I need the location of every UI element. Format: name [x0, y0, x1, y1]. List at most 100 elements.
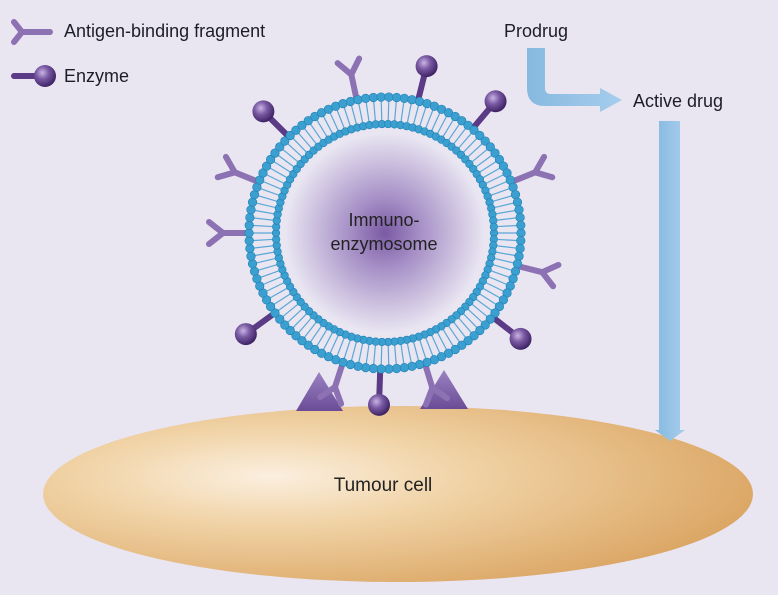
lipid-tail: [413, 105, 420, 124]
lipid-tail: [431, 335, 441, 354]
lipid-head-outer: [392, 92, 402, 103]
lipid-tail: [472, 304, 488, 318]
lipid-tail: [479, 161, 497, 173]
lipid-tail: [292, 313, 307, 329]
antibody-fragment: [334, 55, 363, 102]
lipid-head-outer: [392, 363, 402, 374]
lipid-head-outer: [244, 236, 254, 246]
lipid-head-outer: [514, 205, 524, 215]
lipid-tail: [491, 270, 510, 278]
lipid-tail: [458, 318, 472, 334]
lipid-head-outer: [245, 212, 255, 223]
tumour-cell: [43, 406, 753, 582]
lipid-tail: [365, 102, 370, 122]
lipid-tail: [336, 338, 345, 357]
lipid-head-outer: [246, 205, 256, 215]
lipid-tail: [419, 107, 427, 126]
lipid-tail: [277, 154, 294, 168]
enzyme: [234, 311, 277, 346]
lipid-tail: [309, 325, 322, 343]
lipid-tail: [425, 109, 434, 128]
lipid-tail: [343, 340, 351, 359]
lipid-tail: [437, 332, 448, 351]
lipid-head-outer: [457, 116, 467, 126]
antigen-right: [420, 370, 468, 409]
lipid-tail: [394, 345, 397, 365]
lipid-head-outer: [450, 111, 460, 122]
lipid-tail: [298, 318, 312, 334]
lipid-head-outer: [516, 236, 526, 246]
lipid-tail: [467, 143, 483, 158]
lipid-head-outer: [247, 259, 258, 269]
antibody-arm: [539, 261, 562, 276]
lipid-head-outer: [463, 336, 473, 346]
lipid-tail: [380, 345, 383, 365]
lipid-head-outer: [265, 154, 276, 165]
antibody-legend-label: Antigen-binding fragment: [64, 21, 265, 41]
lipid-tail: [491, 188, 510, 196]
lipid-tail: [373, 101, 376, 121]
enzyme-ball: [367, 393, 390, 416]
lipid-tail: [322, 332, 333, 351]
lipid-tail: [336, 109, 345, 128]
lipid-head-outer: [480, 320, 490, 330]
lipid-head-outer: [376, 364, 386, 374]
lipid-tail: [358, 343, 364, 363]
lipid-head-outer: [512, 259, 523, 269]
lipid-tail: [494, 202, 514, 208]
liposome-label-line1: Immuno-: [348, 210, 419, 230]
lipid-tail: [263, 276, 282, 285]
antibody-arm: [509, 169, 539, 185]
lipid-head-outer: [291, 125, 301, 135]
lipid-tail: [254, 251, 274, 257]
lipid-tail: [488, 181, 507, 190]
lipid-head-outer: [247, 197, 258, 207]
lipid-head-outer: [480, 136, 490, 146]
lipid-head-outer: [475, 325, 485, 336]
lipid-head-outer: [275, 314, 285, 324]
enzyme-ball: [484, 90, 507, 113]
lipid-head-outer: [285, 325, 295, 336]
lipid-tail: [329, 335, 339, 354]
surface-molecules: [206, 55, 562, 416]
enzyme-stalk: [470, 105, 493, 131]
lipid-head-outer: [368, 363, 378, 374]
antibody-fragment: [206, 219, 250, 247]
lipid-tail: [269, 167, 287, 178]
lipid-tail: [303, 322, 317, 338]
lipid-head-outer: [485, 142, 495, 152]
legend: Antigen-binding fragment Enzyme: [11, 19, 265, 87]
enzyme-ball: [415, 55, 438, 78]
lipid-tail: [467, 308, 483, 323]
lipid-tail: [329, 112, 339, 131]
lipid-tail: [476, 298, 493, 312]
lipid-head-outer: [275, 142, 285, 152]
lipid-tail: [476, 154, 493, 168]
lipid-tail: [425, 338, 434, 357]
antibody-arm: [206, 230, 226, 247]
enzyme-legend-icon: [11, 65, 56, 87]
antibody-arm: [231, 169, 261, 185]
lipid-tail: [497, 224, 517, 228]
lipid-tail: [254, 209, 274, 215]
drug-flow: Prodrug Active drug: [504, 21, 723, 441]
lipid-head-outer: [297, 120, 307, 130]
lipid-head-outer: [245, 243, 255, 254]
lipid-head-outer: [407, 95, 417, 105]
lipid-head-inner: [489, 222, 498, 231]
antibody-arm: [348, 71, 360, 102]
lipid-tail: [387, 101, 390, 121]
lipid-tail: [486, 174, 504, 184]
lipid-tail: [322, 115, 333, 134]
lipid-tail: [483, 288, 501, 299]
lipid-tail: [453, 128, 467, 144]
lipid-tail: [256, 258, 276, 264]
lipid-head-outer: [475, 130, 485, 141]
lipid-tail: [380, 101, 383, 121]
lipid-head-outer: [512, 197, 523, 207]
lipid-tail: [497, 245, 517, 249]
lipid-head-outer: [494, 154, 505, 165]
lipid-tail: [493, 264, 512, 271]
antibody-fragment: [422, 361, 450, 408]
